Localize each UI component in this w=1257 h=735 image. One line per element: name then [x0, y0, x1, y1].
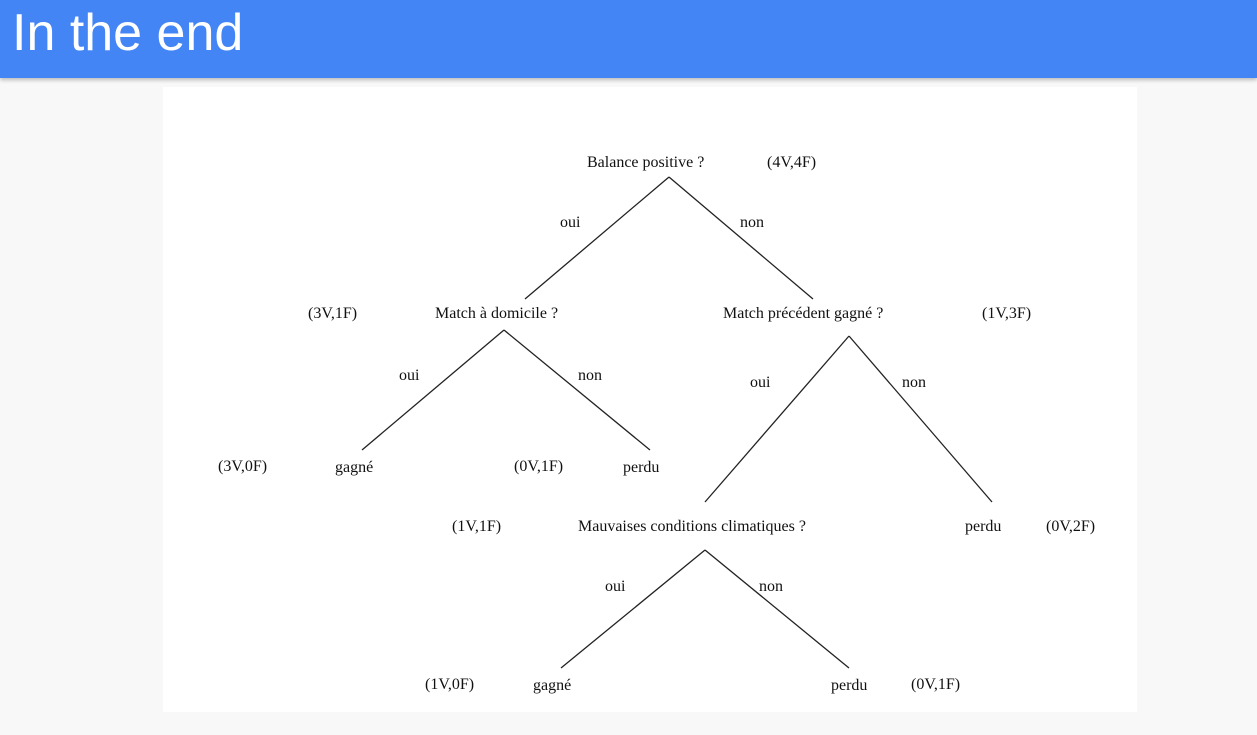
root-counts: (4V,4F): [767, 154, 817, 171]
leaf-weather-no-counts: (0V,1F): [911, 676, 961, 693]
root-non-label: non: [740, 214, 764, 231]
edge-prev-non: [848, 335, 993, 503]
slide-title: In the end: [12, 4, 244, 62]
weather-oui-label: oui: [605, 578, 626, 595]
home-counts: (3V,1F): [308, 305, 358, 322]
edge-prev-oui: [704, 335, 850, 503]
prev-question: Match précédent gagné ?: [723, 305, 884, 322]
edge-home-non: [503, 329, 651, 451]
leaf-prev-no-outcome: perdu: [965, 518, 1002, 535]
prev-counts: (1V,3F): [982, 305, 1032, 322]
leaf-prev-no-counts: (0V,2F): [1046, 518, 1096, 535]
decision-tree-figure: Balance positive ? (4V,4F) oui non (3V,1…: [163, 87, 1137, 712]
slide-header: In the end: [0, 0, 1257, 78]
leaf-home-yes-outcome: gagné: [335, 459, 374, 476]
leaf-home-no-counts: (0V,1F): [514, 458, 564, 475]
tree-edges: [361, 176, 993, 669]
root-question: Balance positive ?: [587, 154, 705, 171]
home-oui-label: oui: [399, 367, 420, 384]
edge-home-oui: [361, 329, 505, 451]
prev-non-label: non: [902, 374, 926, 391]
home-non-label: non: [578, 367, 602, 384]
weather-counts: (1V,1F): [452, 518, 502, 535]
leaf-weather-yes-counts: (1V,0F): [425, 676, 475, 693]
leaf-home-no-outcome: perdu: [623, 459, 660, 476]
edge-root-oui: [524, 176, 670, 300]
leaf-weather-no-outcome: perdu: [831, 677, 868, 694]
leaf-home-yes-counts: (3V,0F): [218, 458, 268, 475]
edge-weather-oui: [560, 549, 706, 669]
home-question: Match à domicile ?: [435, 305, 559, 322]
prev-oui-label: oui: [750, 374, 771, 391]
root-oui-label: oui: [560, 214, 581, 231]
edge-weather-non: [704, 549, 850, 669]
weather-question: Mauvaises conditions climatiques ?: [578, 518, 806, 535]
leaf-weather-yes-outcome: gagné: [533, 677, 572, 694]
edge-root-non: [668, 176, 814, 300]
weather-non-label: non: [759, 578, 783, 595]
